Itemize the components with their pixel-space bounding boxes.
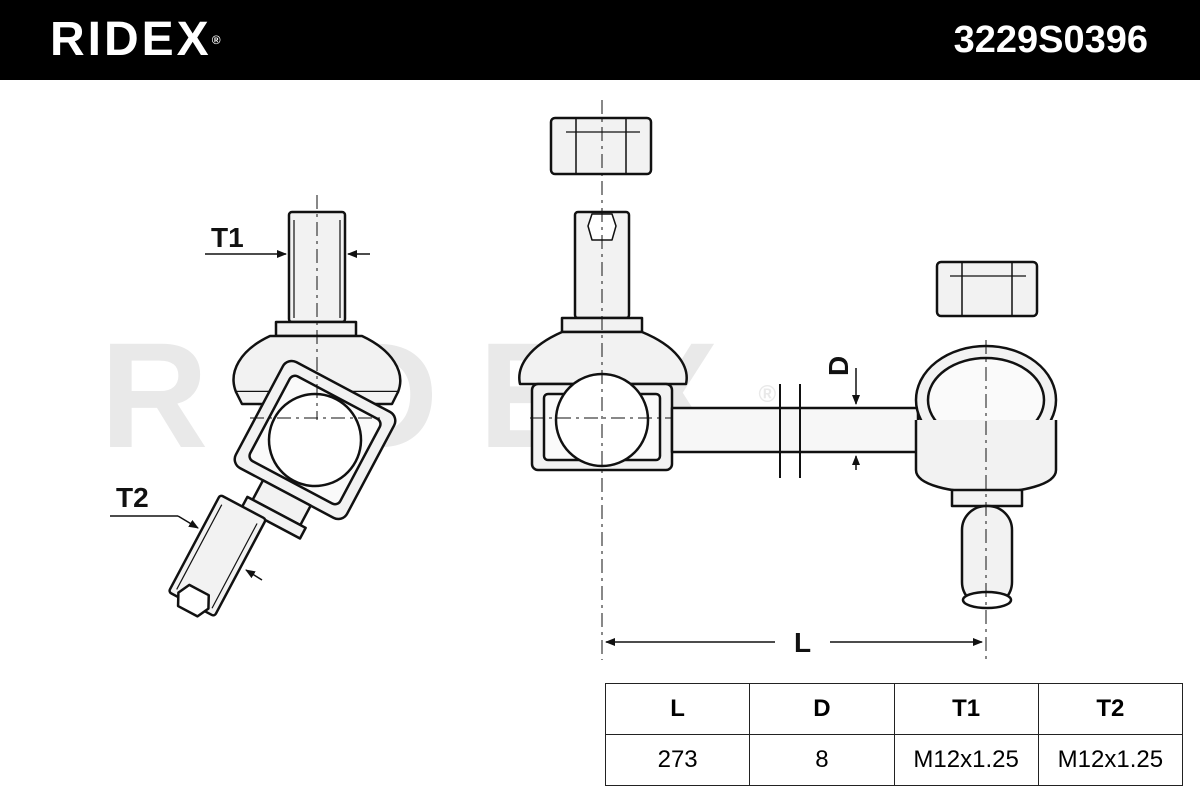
tilted-housing xyxy=(233,359,397,540)
spec-value-l: 273 xyxy=(604,734,751,786)
part-number: 3229S0396 xyxy=(953,19,1148,61)
spec-value-row: 273 8 M12x1.25 M12x1.25 xyxy=(604,734,1184,786)
brand-name: RIDEX xyxy=(50,13,212,66)
stud-collar xyxy=(274,320,358,338)
watermark-registered-mark: ® xyxy=(758,381,777,408)
spec-header-d: D xyxy=(749,683,895,735)
label-t1: T1 xyxy=(211,222,244,253)
spec-value-t2: M12x1.25 xyxy=(1037,734,1184,786)
label-l: L xyxy=(794,627,811,658)
spec-header-row: L D T1 T2 xyxy=(604,683,1184,735)
spec-value-d: 8 xyxy=(749,734,895,786)
spec-table: L D T1 T2 273 8 M12x1.25 M12x1.25 xyxy=(604,683,1184,786)
brand-logo: RIDEX® xyxy=(50,12,221,68)
center-ball-joint xyxy=(518,100,760,660)
label-t2: T2 xyxy=(116,482,149,513)
spec-header-l: L xyxy=(604,683,751,735)
spec-header-t2: T2 xyxy=(1037,683,1184,735)
top-nut xyxy=(549,116,653,176)
spec-value-t1: M12x1.25 xyxy=(893,734,1039,786)
center-boot xyxy=(518,330,688,386)
left-ball-joint xyxy=(110,195,402,618)
lower-stud xyxy=(168,494,267,618)
label-d: D xyxy=(823,356,854,376)
stabilizer-rod xyxy=(670,368,920,478)
right-ball-joint xyxy=(914,340,1058,660)
right-nut xyxy=(935,260,1039,318)
brand-registered-mark: ® xyxy=(211,33,221,47)
header-bar: RIDEX® 3229S0396 xyxy=(0,0,1200,80)
